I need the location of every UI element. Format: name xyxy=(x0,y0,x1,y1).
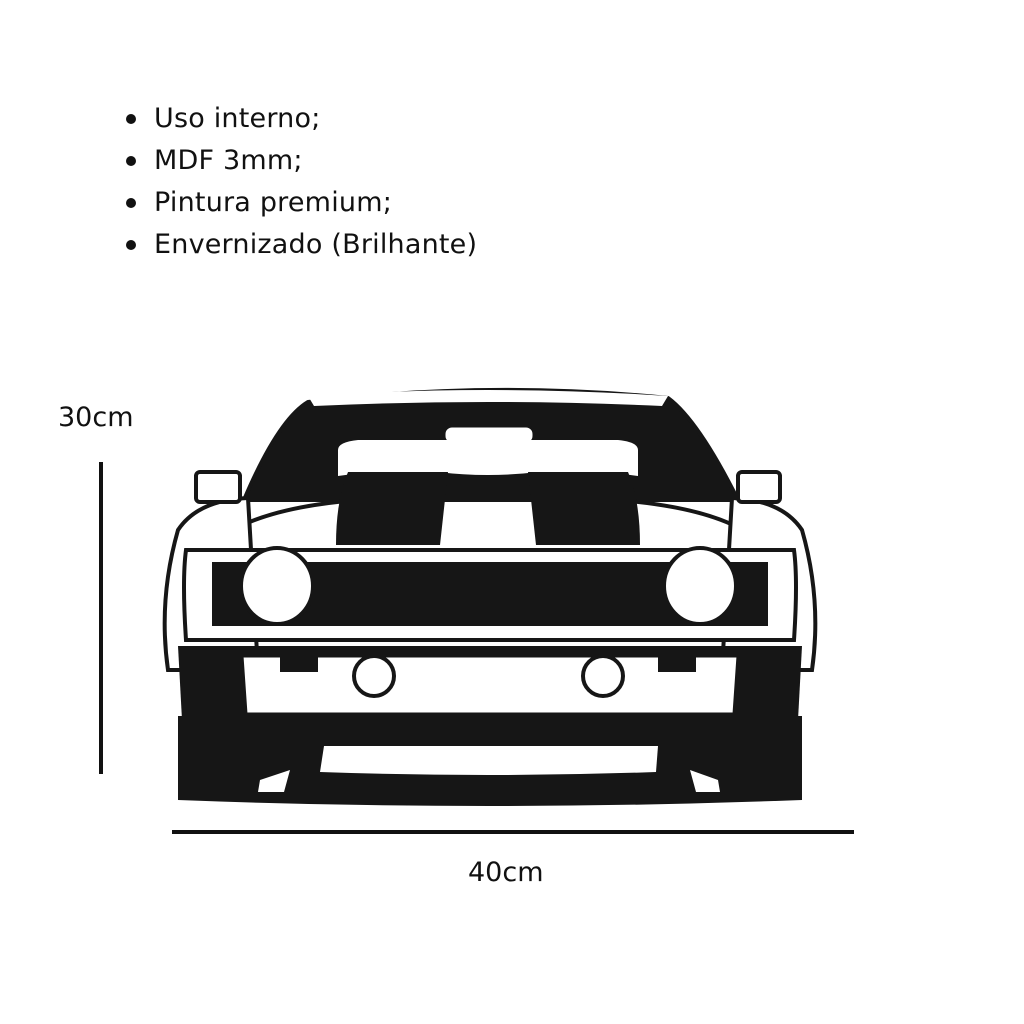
width-dimension-label: 40cm xyxy=(468,857,544,888)
car-front-illustration xyxy=(162,387,818,806)
spec-item: Pintura premium; xyxy=(124,182,477,224)
spec-item: Uso interno; xyxy=(124,98,477,140)
spec-list: Uso interno; MDF 3mm; Pintura premium; E… xyxy=(124,98,477,266)
bullet-icon xyxy=(126,156,136,166)
width-dimension-line xyxy=(172,830,854,834)
bullet-icon xyxy=(126,240,136,250)
spec-item-label: Envernizado (Brilhante) xyxy=(154,229,478,260)
spec-item: MDF 3mm; xyxy=(124,140,477,182)
height-dimension-line xyxy=(99,462,103,774)
spec-item-label: Pintura premium; xyxy=(154,187,392,218)
height-dimension-label: 30cm xyxy=(58,402,134,433)
bullet-icon xyxy=(126,114,136,124)
spec-item-label: MDF 3mm; xyxy=(154,145,303,176)
spec-item-label: Uso interno; xyxy=(154,103,321,134)
bullet-icon xyxy=(126,198,136,208)
spec-item: Envernizado (Brilhante) xyxy=(124,224,477,266)
